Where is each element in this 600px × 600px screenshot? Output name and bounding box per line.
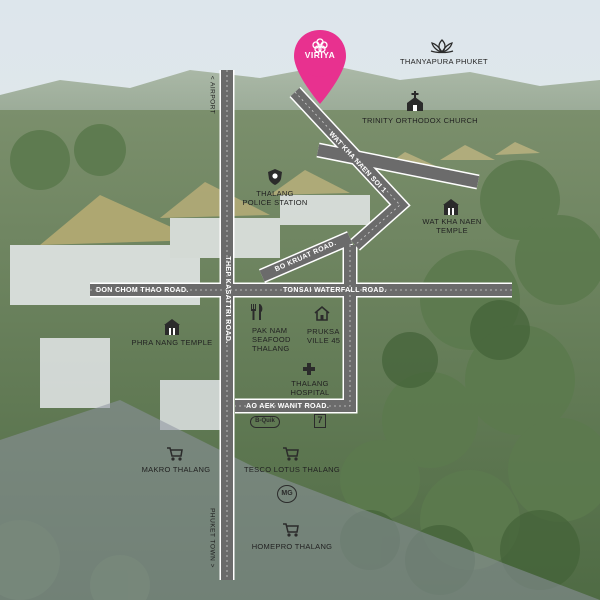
homepro-thalang-label: HOMEPRO THALANG — [251, 542, 333, 551]
lotus-icon — [430, 39, 454, 54]
pin-label: VIRIYA — [304, 50, 336, 60]
road-label-thep-kasattri: THEP KASATTRI ROAD. — [224, 256, 231, 344]
thanyapura-label: THANYAPURA PHUKET — [400, 57, 488, 66]
wat-kha-naen-branch-road — [316, 144, 480, 188]
cart-icon — [283, 523, 299, 537]
house-icon — [314, 305, 330, 321]
phra-nang-temple-label: PHRA NANG TEMPLE — [131, 338, 213, 347]
seven-eleven-icon: 7 — [314, 414, 326, 428]
temple-icon — [164, 319, 180, 335]
fork-knife-icon — [251, 304, 263, 320]
direction-label-phuket-town: PHUKET TOWN > — [208, 508, 216, 568]
road-label-tonsai: TONSAI WATERFALL ROAD. — [283, 287, 387, 294]
road-network — [90, 70, 512, 580]
trinity-church-label: TRINITY ORTHODOX CHURCH — [362, 116, 478, 125]
direction-label-airport: < AIRPORT — [208, 75, 216, 115]
bquik-logo-icon: B-Quik — [250, 416, 280, 428]
cart-icon — [167, 447, 183, 461]
arrow-down-icon: > — [208, 561, 216, 568]
road-label-ao-aek-wanit: AO AEK WANIT ROAD. — [246, 403, 330, 410]
police-badge-icon — [268, 169, 282, 185]
church-icon — [407, 91, 423, 111]
makro-thalang-label: MAKRO THALANG — [141, 465, 211, 474]
bo-kruat-road — [259, 232, 353, 282]
temple-icon — [443, 199, 459, 215]
cart-icon — [283, 447, 299, 461]
tesco-lotus-label: TESCO LOTUS THALANG — [244, 465, 340, 474]
mg-logo-icon: MG — [277, 485, 297, 503]
viriya-location-pin[interactable]: VIRIYA — [291, 28, 349, 108]
flower-logo-icon — [312, 38, 328, 53]
cross-icon — [303, 363, 315, 375]
road-label-don-chom-thao: DON CHOM THAO ROAD. — [96, 287, 189, 294]
